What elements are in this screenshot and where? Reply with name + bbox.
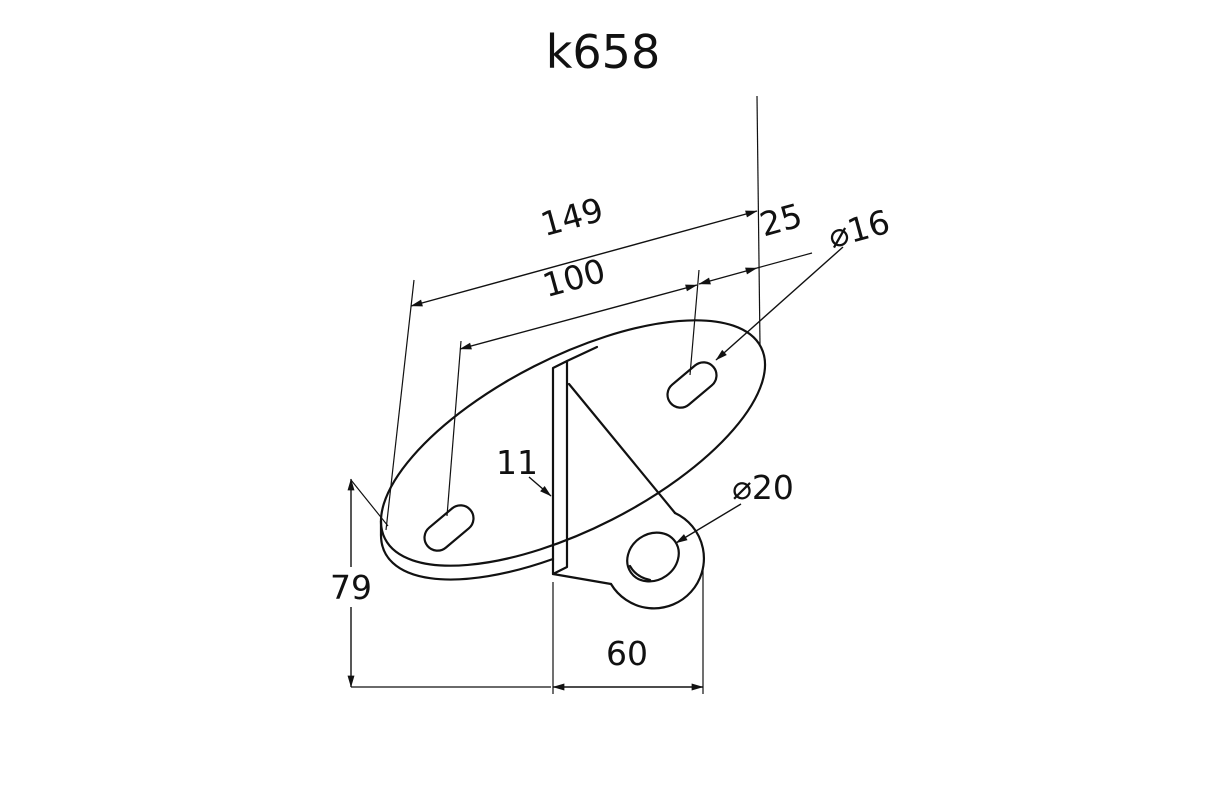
web-top-edge — [565, 345, 599, 363]
web-bottom-edge — [551, 572, 613, 586]
dim-slot-end-offset: 25 — [698, 196, 813, 285]
dim-slot-spacing: 100 — [446, 251, 700, 517]
extension-line — [446, 340, 462, 517]
round-hole — [626, 531, 680, 583]
dim-overall-height-label: 79 — [330, 568, 372, 607]
dim-slot-diameter: ⌀16 — [715, 202, 894, 361]
dim-overall-length: 149 — [385, 95, 761, 531]
dim-overall-length-label: 149 — [536, 190, 607, 244]
hole-thickness-edge — [628, 564, 652, 582]
leader-line — [715, 246, 844, 361]
dim-web-thickness-label: 11 — [496, 443, 538, 482]
dimension-line — [698, 267, 758, 285]
dim-slot-diameter-label: ⌀16 — [824, 202, 894, 256]
drawing-title: k658 — [546, 25, 660, 79]
slot-hole-upper — [666, 361, 718, 409]
dim-slot-end-offset-label: 25 — [756, 196, 807, 245]
web-hypotenuse-edge — [567, 382, 677, 515]
dimension-line-tail — [756, 252, 813, 269]
dim-web-depth: 60 — [552, 567, 704, 694]
dimensions: 149 100 25 ⌀16 11 ⌀20 — [330, 95, 894, 694]
dim-hole-diameter-label: ⌀20 — [732, 468, 794, 507]
extension-line — [350, 479, 389, 527]
dim-web-thickness: 11 — [496, 443, 552, 497]
leader-line — [675, 503, 742, 544]
dim-hole-diameter: ⌀20 — [675, 468, 794, 544]
slot-hole-lower — [423, 504, 475, 552]
web-lobe-edge — [609, 511, 705, 610]
part-outline — [379, 319, 767, 610]
dim-web-depth-label: 60 — [606, 634, 648, 673]
extension-line — [756, 95, 761, 346]
web-front-face — [551, 359, 569, 576]
dimension-line — [459, 284, 698, 350]
dim-overall-height: 79 — [330, 478, 551, 688]
label-mask — [330, 567, 372, 607]
leader-line — [528, 476, 552, 497]
extension-line — [385, 279, 415, 531]
base-plate-face — [379, 319, 767, 567]
dim-slot-spacing-label: 100 — [538, 251, 609, 305]
plate-thickness-edge — [379, 533, 555, 581]
